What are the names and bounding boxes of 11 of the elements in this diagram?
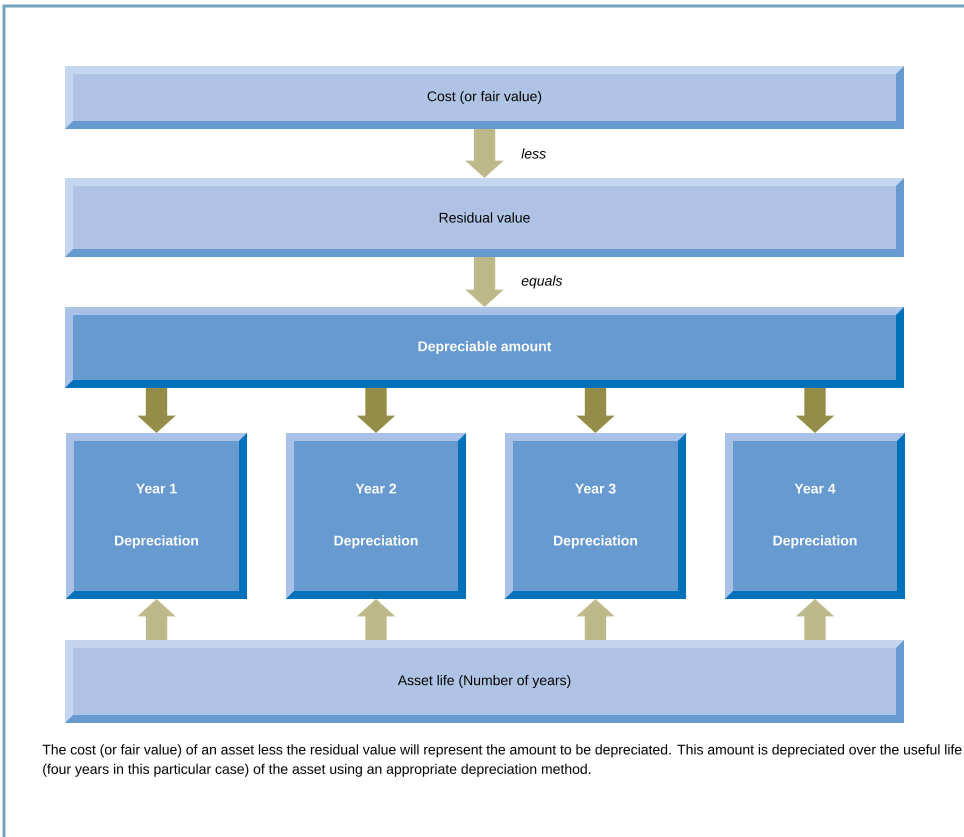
edge-label: less [521, 148, 546, 159]
edge-label: equals [522, 275, 562, 289]
bevel-box: Residual value [65, 178, 904, 257]
bevel-box: Depreciable amount [65, 307, 904, 388]
bevel-box: Asset life (Number of years) [65, 640, 904, 723]
bevel-box: Year 4 Depreciation [725, 433, 905, 599]
bevel-box: Cost (or fair value) [65, 66, 904, 129]
bevel-box: Year 3 Depreciation [505, 433, 686, 599]
bevel-box: Year 2 Depreciation [286, 433, 466, 599]
caption: The cost (or fair value) of an asset less the residual value will represent the amount to be depreciated. This amount is depreciated over the useful life (four years in this particular case) of the asset using an appropriate depreciation method. [42, 744, 962, 777]
bevel-box: Year 1 Depreciation [66, 433, 247, 599]
